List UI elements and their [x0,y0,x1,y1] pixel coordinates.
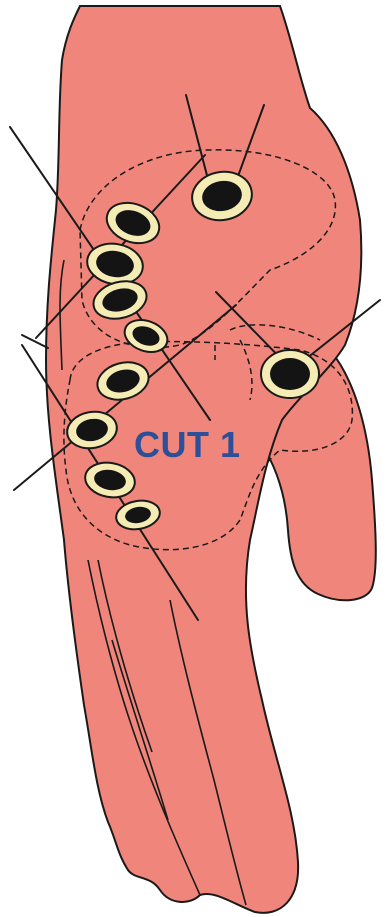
wound-thumb [261,350,319,398]
cut-label: CUT 1 [134,424,241,466]
